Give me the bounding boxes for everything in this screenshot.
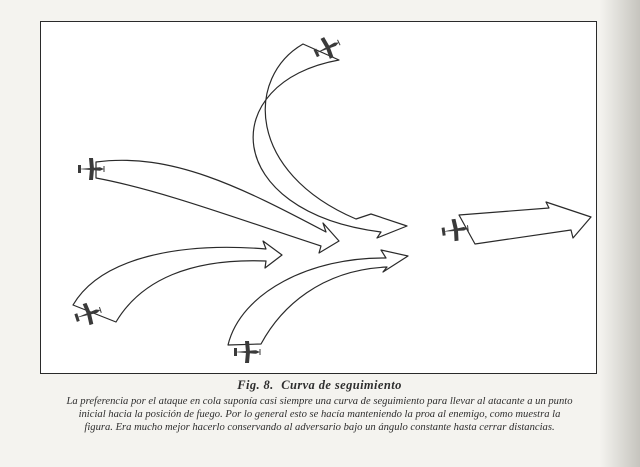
page-edge-shadow bbox=[600, 0, 640, 467]
figure-title-text: Curva de seguimiento bbox=[281, 378, 402, 392]
figure-number: Fig. 8. bbox=[237, 378, 274, 392]
curved-arrow-icon bbox=[252, 43, 408, 239]
curved-arrow-icon bbox=[227, 249, 409, 346]
figure-frame bbox=[40, 21, 597, 374]
curved-arrow-icon bbox=[95, 159, 340, 254]
figure-caption: Fig. 8. Curva de seguimiento La preferen… bbox=[42, 378, 597, 434]
figure-title: Fig. 8. Curva de seguimiento bbox=[42, 378, 597, 393]
pursuit-curve-diagram bbox=[71, 32, 592, 364]
caption-line-1: La preferencia por el ataque en cola sup… bbox=[66, 396, 573, 407]
straight-arrow-icon bbox=[458, 201, 592, 245]
caption-line-2: inicial hacia la posición de fuego. Por … bbox=[78, 409, 561, 420]
caption-line-3: figura. Era mucho mejor hacerlo conserva… bbox=[84, 422, 555, 433]
curved-arrow-icon bbox=[72, 240, 283, 323]
